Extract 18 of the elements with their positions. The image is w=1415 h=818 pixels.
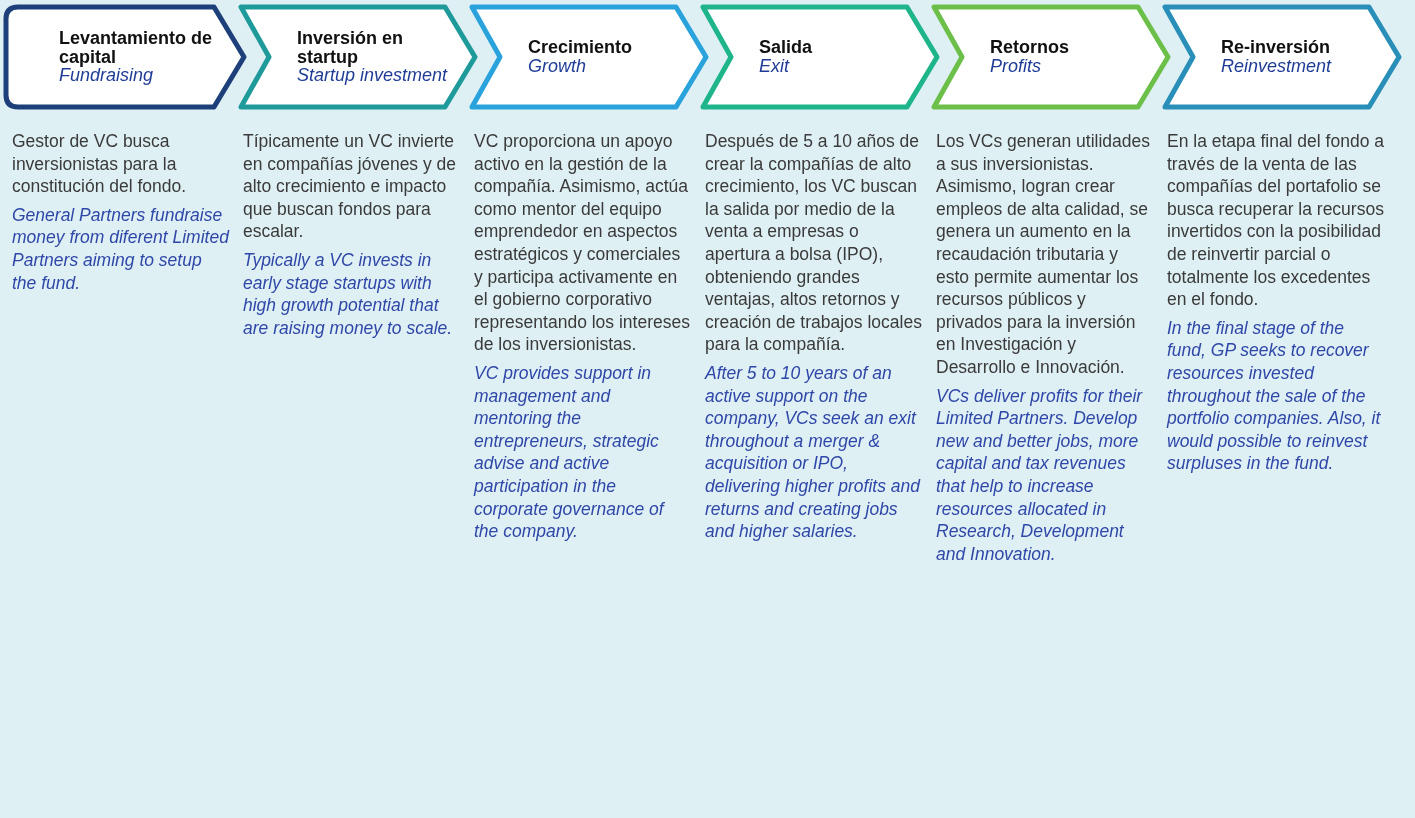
stage-subtitle: Startup investment [297, 66, 448, 86]
spanish-description: Los VCs generan utilidades a sus inversionistas. Asimismo, logran crear empleos de alta calidad, se genera un aumento en la recaudación tributaria y esto permite aumentar los recursos públicos y privados para la inversión en Investigación y Desarrollo e Innovación. [936, 130, 1152, 379]
english-description: Typically a VC invests in early stage startups with high growth potential that are raising money to scale. [243, 248, 454, 340]
stage-title: Inversión en startup [297, 28, 405, 67]
stage-title: Levantamiento de capital [59, 28, 214, 67]
spanish-description: En la etapa final del fondo a través de la venta de las compañías del portafolio se busca recuperar la recursos invertidos con la posibilidad de reinvertir parcial o totalmente los excedentes en el fondo. [1167, 130, 1385, 311]
spanish-description: Gestor de VC busca inversionistas para la constitución del fondo. [12, 130, 188, 198]
english-description: General Partners fundraise money from diferent Limited Partners aiming to setup the fund. [12, 203, 230, 295]
spanish-description: VC proporciona un apoyo activo en la gestión de la compañía. Asimismo, actúa como mentor del equipo emprendedor en aspectos estratégicos y comerciales y participa activamente en el gobierno corporativo representando los intereses de los inversionistas. [474, 130, 691, 356]
stage-subtitle: Reinvestment [1221, 57, 1332, 76]
spanish-description: Después de 5 a 10 años de crear la compañías de alto crecimiento, los VC buscan la salida por medio de la venta a empresas o apertura a bolsa (IPO), obteniendo grandes ventajas, altos retornos y creación de trabajos locales para la compañía. [705, 130, 923, 356]
english-description: VC provides support in management and mentoring the entrepreneurs, strategic advise and active participation in the corporate governance of the company. [474, 361, 666, 543]
english-description: VCs deliver profits for their Limited Partners. Develop new and better jobs, more capital and tax revenues that help to increase resources allocated in Research, Development and Innovation. [936, 384, 1144, 566]
stage-subtitle: Fundraising [59, 66, 154, 86]
english-description: After 5 to 10 years of an active support on the company, VCs seek an exit throughout a merger & acquisition or IPO, delivering higher profits and returns and creating jobs and higher salaries. [705, 361, 922, 543]
stage-title: Re-inversión [1221, 38, 1331, 57]
english-description: In the final stage of the fund, GP seeks to recover resources invested throughout the sale of the portfolio companies. Also, it would possible to reinvest surpluses in the fund. [1167, 316, 1382, 475]
spanish-description: Típicamente un VC invierte en compañías jóvenes y de alto crecimiento e impacto que buscan fondos para escalar. [243, 130, 458, 243]
